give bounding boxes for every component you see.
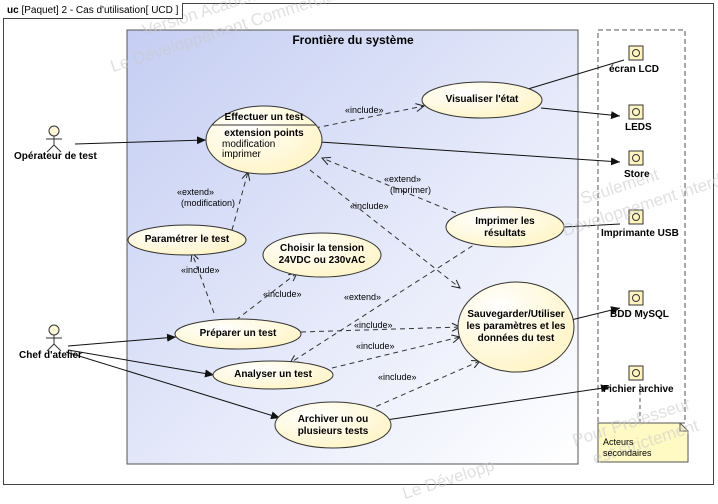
include-effectuer-visualiser bbox=[314, 106, 424, 129]
extend-label: «extend» bbox=[384, 174, 422, 184]
include-label: «include» bbox=[378, 372, 417, 382]
include-label: «include» bbox=[263, 289, 302, 299]
extend-label: «extend» bbox=[177, 187, 215, 197]
uc-imprimer-label-line: résultats bbox=[484, 228, 526, 239]
uc-preparer-label: Préparer un test bbox=[199, 328, 277, 339]
actor-store-label: Store bbox=[624, 169, 650, 180]
actor-operateur-label: Opérateur de test bbox=[14, 151, 97, 162]
frame-title: [Paquet] 2 - Cas d'utilisation[ UCD ] bbox=[21, 5, 179, 16]
extend-parametrer-effectuer bbox=[231, 172, 248, 231]
diagram-frame bbox=[3, 3, 714, 485]
actor-imprimante-label: Imprimante USB bbox=[601, 228, 679, 239]
uc-archiver-ellipse bbox=[274, 401, 392, 449]
uc-choisir-label-line: Choisir la tension bbox=[280, 243, 364, 254]
include-label: «include» bbox=[350, 201, 389, 211]
uc-visualiser-label: Visualiser l'état bbox=[445, 94, 519, 105]
extend-condition-label: (imprimer) bbox=[390, 185, 431, 195]
uc-effectuer-ext-title: extension points bbox=[224, 128, 304, 139]
include-preparer-choisir bbox=[235, 273, 297, 321]
fichier-archive-icon bbox=[628, 365, 644, 381]
uc-effectuer-ext-point: modification bbox=[222, 139, 276, 150]
uc-sauvegarder-label-line: Sauvegarder/Utiliser bbox=[467, 309, 565, 320]
assoc-visualiser-ecran bbox=[527, 59, 625, 90]
assoc-effectuer-store bbox=[319, 141, 621, 166]
actor-chef-figure bbox=[46, 324, 62, 352]
actor-operateur-figure bbox=[46, 125, 62, 153]
diagram-frame-label: uc [Paquet] 2 - Cas d'utilisation[ UCD ] bbox=[3, 3, 184, 19]
uc-parametrer-ellipse bbox=[127, 224, 247, 256]
assoc-operateur-effectuer bbox=[74, 136, 207, 145]
assoc-chef-analyser bbox=[67, 349, 215, 378]
note-line: Acteurs bbox=[603, 437, 634, 447]
assoc-sauvegarder-bdd bbox=[570, 306, 621, 321]
assoc-imprimer-imprimante bbox=[563, 223, 621, 228]
uc-effectuer-ellipse bbox=[205, 105, 323, 175]
frame-kind: uc bbox=[7, 5, 19, 16]
include-label: «include» bbox=[356, 341, 395, 351]
uc-sauvegarder-label-line: les paramètres et les bbox=[466, 321, 566, 332]
uc-effectuer-ext-point: imprimer bbox=[222, 149, 261, 160]
assoc-archiver-fichier bbox=[385, 384, 611, 421]
uc-archiver-label-line: plusieurs tests bbox=[297, 426, 369, 437]
assoc-chef-archiver bbox=[65, 351, 281, 420]
uc-effectuer-title: Effectuer un test bbox=[224, 112, 304, 123]
bdd-mysql-icon bbox=[628, 290, 644, 306]
assoc-visualiser-leds bbox=[540, 107, 621, 120]
uc-parametrer-label: Paramétrer le test bbox=[144, 234, 230, 245]
uc-archiver-label-line: Archiver un ou bbox=[297, 414, 369, 425]
include-preparer-parametrer bbox=[192, 253, 215, 314]
actor-ecran-label: écran LCD bbox=[609, 64, 660, 75]
actor-chef-label: Chef d'atelier bbox=[19, 350, 82, 361]
uc-imprimer-ellipse bbox=[445, 206, 565, 248]
include-archiver-sauvegarder bbox=[367, 361, 480, 411]
uc-sauvegarder-label-line: données du test bbox=[477, 333, 555, 344]
include-label: «include» bbox=[345, 105, 384, 115]
use-case-diagram bbox=[3, 3, 714, 485]
note-shape bbox=[597, 384, 689, 463]
uc-choisir-label-line: 24VDC ou 230vAC bbox=[278, 255, 366, 266]
uc-analyser-ellipse bbox=[212, 360, 334, 390]
uc-visualiser-ellipse bbox=[421, 81, 543, 119]
assoc-chef-preparer bbox=[67, 333, 177, 347]
note-line: secondaires bbox=[603, 448, 652, 458]
actor-leds-label: LEDS bbox=[625, 122, 652, 133]
include-analyser-sauvegarder bbox=[331, 337, 460, 369]
extend-imprimer-effectuer bbox=[322, 158, 457, 214]
actor-bdd-label: BDD MySQL bbox=[610, 309, 669, 320]
store-icon bbox=[628, 150, 644, 166]
system-boundary-title: Frontière du système bbox=[292, 33, 414, 47]
include-label: «include» bbox=[181, 265, 220, 275]
uc-preparer-ellipse bbox=[174, 318, 302, 350]
note-text: Acteurs secondaires bbox=[603, 437, 652, 459]
extend-condition-label: (modification) bbox=[181, 198, 236, 208]
include-label: «include» bbox=[354, 320, 393, 330]
extend-imprimer-analyser bbox=[290, 240, 481, 363]
extend-label: «extend» bbox=[344, 292, 382, 302]
include-effectuer-sauvegarder bbox=[309, 169, 460, 288]
actor-fichier-label: Fichier archive bbox=[603, 384, 674, 395]
imprimante-usb-icon bbox=[628, 209, 644, 225]
uc-imprimer-label-line: Imprimer les bbox=[475, 216, 535, 227]
uc-analyser-label: Analyser un test bbox=[234, 369, 312, 380]
uc-sauvegarder-ellipse bbox=[457, 281, 575, 373]
leds-icon bbox=[628, 104, 644, 120]
ecran-lcd-icon bbox=[628, 45, 644, 61]
secondary-actors-package bbox=[597, 29, 686, 424]
uc-choisir-ellipse bbox=[262, 232, 382, 278]
